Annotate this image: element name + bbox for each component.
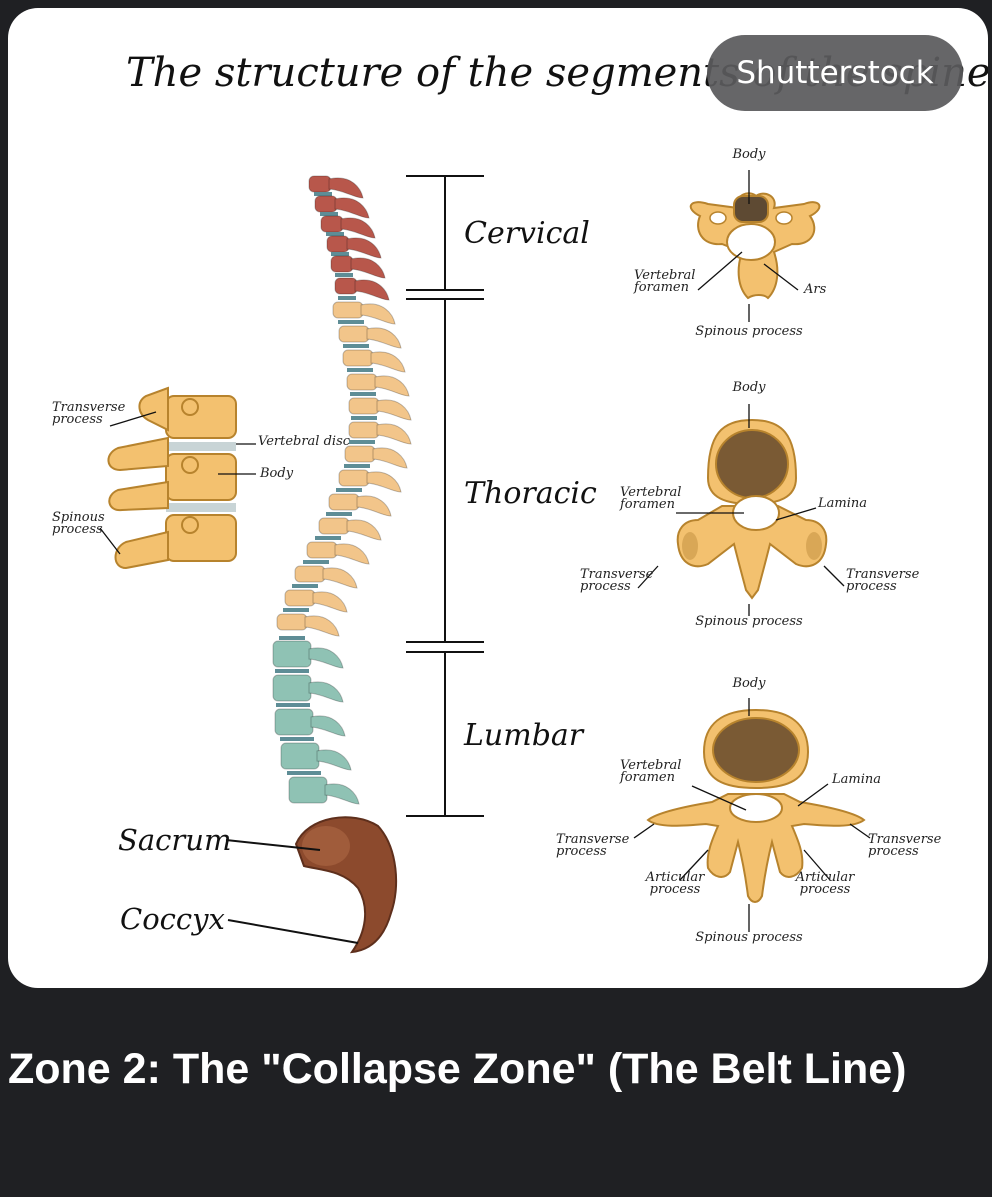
coccyx-label: Coccyx <box>120 902 225 936</box>
side-view-leaders <box>99 411 256 555</box>
cervical-vertebra <box>689 192 821 300</box>
vertebra-body-lumbar <box>272 640 312 668</box>
vertebra-process-thoracic <box>376 399 412 421</box>
vertebra-body-thoracic <box>348 397 380 415</box>
thoracic-lamina-label: Lamina <box>818 496 867 511</box>
vertebra-body-lumbar <box>288 776 328 804</box>
vertebra-body-thoracic <box>346 373 378 391</box>
watermark-badge: Shutterstock <box>707 35 963 111</box>
spine-diagram-card: The structure of the segments of the spi… <box>8 8 988 988</box>
vertebra-body-thoracic <box>338 469 370 487</box>
vertebra-process-lumbar <box>308 681 344 703</box>
vertebra-body-thoracic <box>342 349 374 367</box>
thoracic-foramen-label: Vertebral foramen <box>620 485 682 512</box>
vertebra-body-lumbar <box>280 742 320 770</box>
caption-heading: Zone 2: The "Collapse Zone" (The Belt Li… <box>8 1045 907 1093</box>
thoracic-leaders <box>637 404 845 616</box>
vertebra-process-thoracic <box>376 423 412 445</box>
vertebra-process-lumbar <box>316 749 352 771</box>
cervical-ars-label: Ars <box>804 282 827 297</box>
lumbar-leaders <box>633 698 871 932</box>
lumbar-foramen-label: Vertebral foramen <box>620 758 682 785</box>
vertebra-process-thoracic <box>366 327 402 349</box>
vertebra-process-cervical <box>340 217 376 239</box>
thoracic-spinous-label: Spinous process <box>695 614 803 629</box>
vertebra-process-cervical <box>350 257 386 279</box>
vertebra-body-lumbar <box>274 708 314 736</box>
vertebra-process-lumbar <box>324 783 360 805</box>
side-view-vertebrae <box>107 386 237 570</box>
side-vertebral-disc-label: Vertebral disc <box>258 434 351 449</box>
lumbar-transverse-right-label: Transverse process <box>868 832 942 859</box>
vertebra-process-thoracic <box>334 543 370 565</box>
sacrum-leader <box>225 839 321 851</box>
cervical-leaders <box>697 170 799 322</box>
thoracic-body-label: Body <box>732 380 766 395</box>
thoracic-transverse-left-label: Transverse process <box>580 567 654 594</box>
vertebra-body-cervical <box>308 175 332 193</box>
lumbar-spinous-label: Spinous process <box>695 930 803 945</box>
vertebra-body-thoracic <box>318 517 350 535</box>
coccyx-leader <box>227 919 359 944</box>
vertebra-body-thoracic <box>306 541 338 559</box>
vertebra-process-cervical <box>354 279 390 301</box>
vertebra-body-cervical <box>314 195 338 213</box>
vertebra-process-thoracic <box>322 567 358 589</box>
vertebra-process-lumbar <box>308 647 344 669</box>
thoracic-vertebra <box>676 418 828 600</box>
vertebra-body-thoracic <box>284 589 316 607</box>
vertebra-process-thoracic <box>370 351 406 373</box>
side-spinous-process-label: Spinous process <box>52 510 105 537</box>
vertebra-process-thoracic <box>346 519 382 541</box>
vertebra-process-thoracic <box>356 495 392 517</box>
vertebra-process-cervical <box>334 197 370 219</box>
vertebra-process-thoracic <box>312 591 348 613</box>
vertebra-process-thoracic <box>372 447 408 469</box>
cervical-body-label: Body <box>732 147 766 162</box>
vertebra-process-thoracic <box>366 471 402 493</box>
segment-label-cervical: Cervical <box>464 216 590 251</box>
vertebra-process-thoracic <box>374 375 410 397</box>
vertebra-body-cervical <box>334 277 358 295</box>
vertebra-process-cervical <box>346 237 382 259</box>
vertebra-process-thoracic <box>360 303 396 325</box>
cervical-spinous-label: Spinous process <box>695 324 803 339</box>
vertebra-body-thoracic <box>348 421 380 439</box>
lumbar-vertebra <box>646 708 866 903</box>
segment-label-lumbar: Lumbar <box>464 718 584 753</box>
side-transverse-process-label: Transverse process <box>52 400 126 427</box>
segment-label-thoracic: Thoracic <box>464 476 597 511</box>
lumbar-articular-left-label: Articular process <box>645 870 705 897</box>
vertebra-body-lumbar <box>272 674 312 702</box>
vertebra-body-thoracic <box>332 301 364 319</box>
vertebra-process-thoracic <box>304 615 340 637</box>
lumbar-articular-right-label: Articular process <box>795 870 855 897</box>
lumbar-lamina-label: Lamina <box>832 772 881 787</box>
vertebra-process-lumbar <box>310 715 346 737</box>
vertebra-body-thoracic <box>276 613 308 631</box>
lumbar-body-label: Body <box>732 676 766 691</box>
lumbar-transverse-left-label: Transverse process <box>556 832 630 859</box>
vertebra-body-thoracic <box>328 493 360 511</box>
side-body-label: Body <box>260 466 294 481</box>
sacrum-base <box>302 826 350 866</box>
vertebra-process-cervical <box>328 177 364 199</box>
vertebra-body-thoracic <box>294 565 326 583</box>
cervical-foramen-label: Vertebral foramen <box>634 268 696 295</box>
sacrum-label: Sacrum <box>118 823 232 857</box>
vertebra-body-cervical <box>330 255 354 273</box>
vertebra-body-cervical <box>326 235 350 253</box>
thoracic-transverse-right-label: Transverse process <box>846 567 920 594</box>
vertebra-body-thoracic <box>338 325 370 343</box>
spine-side-view <box>272 175 412 805</box>
segment-bracket <box>406 175 484 817</box>
vertebra-body-cervical <box>320 215 344 233</box>
spine-diagram-graphic <box>99 170 871 954</box>
